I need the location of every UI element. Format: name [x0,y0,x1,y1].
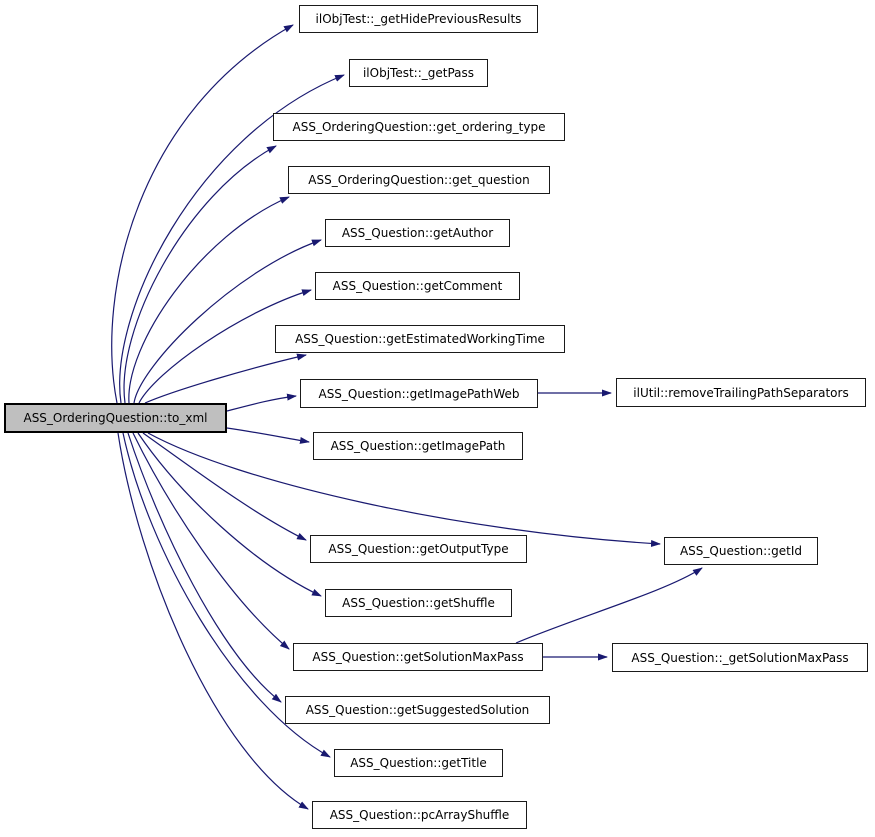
edge-to_xml-to-getImagePath [226,427,310,444]
edge-to_xml-to-get_question [128,196,290,404]
node-getImagePath[interactable]: ASS_Question::getImagePath [313,432,523,460]
edge-to_xml-to-getImagePathWeb [226,393,297,412]
edge-to_xml-to-getTitle [122,432,331,758]
edge-to_xml-to-getShuffle [137,432,322,597]
edge-to_xml-to-pcArrayShuffle [117,432,309,810]
node-getOutputType[interactable]: ASS_Question::getOutputType [310,535,527,563]
edge-to_xml-to-getComment [138,289,312,404]
node-_getSolutionMaxPass[interactable]: ASS_Question::_getSolutionMaxPass [612,643,868,672]
edge-to_xml-to-getOutputType [142,432,307,541]
node-pcArrayShuffle[interactable]: ASS_Question::pcArrayShuffle [312,801,527,829]
node-get_ordering_type[interactable]: ASS_OrderingQuestion::get_ordering_type [273,113,565,141]
edge-to_xml-to-getAuthor [133,239,322,404]
node-removeTrailingPathSeparators[interactable]: ilUtil::removeTrailingPathSeparators [616,378,866,407]
edge-to_xml-to-getSolutionMaxPass [132,432,290,650]
node-to_xml: ASS_OrderingQuestion::to_xml [4,403,227,433]
node-getSuggestedSolution[interactable]: ASS_Question::getSuggestedSolution [285,696,550,724]
node-getTitle[interactable]: ASS_Question::getTitle [334,749,503,777]
node-getPass[interactable]: ilObjTest::_getPass [349,59,488,87]
node-getShuffle[interactable]: ASS_Question::getShuffle [325,589,512,617]
node-getId[interactable]: ASS_Question::getId [664,537,818,565]
edge-to_xml-to-getSuggestedSolution [127,432,282,703]
node-getHidePreviousResults[interactable]: ilObjTest::_getHidePreviousResults [299,5,538,33]
node-getAuthor[interactable]: ASS_Question::getAuthor [325,219,510,247]
node-getEstimatedWorkingTime[interactable]: ASS_Question::getEstimatedWorkingTime [275,325,565,353]
edge-to_xml-to-getId [147,432,661,547]
node-getImagePathWeb[interactable]: ASS_Question::getImagePathWeb [300,379,538,408]
edge-to_xml-to-getHidePreviousResults [111,24,294,404]
node-get_question[interactable]: ASS_OrderingQuestion::get_question [288,166,550,194]
edge-getSolutionMaxPass-to-getId [515,567,703,644]
edge-to_xml-to-getEstimatedWorkingTime [144,353,307,404]
edge-to_xml-to-getPass [119,74,345,404]
node-getComment[interactable]: ASS_Question::getComment [315,272,520,300]
node-getSolutionMaxPass[interactable]: ASS_Question::getSolutionMaxPass [293,643,543,671]
edge-to_xml-to-get_ordering_type [123,145,277,404]
